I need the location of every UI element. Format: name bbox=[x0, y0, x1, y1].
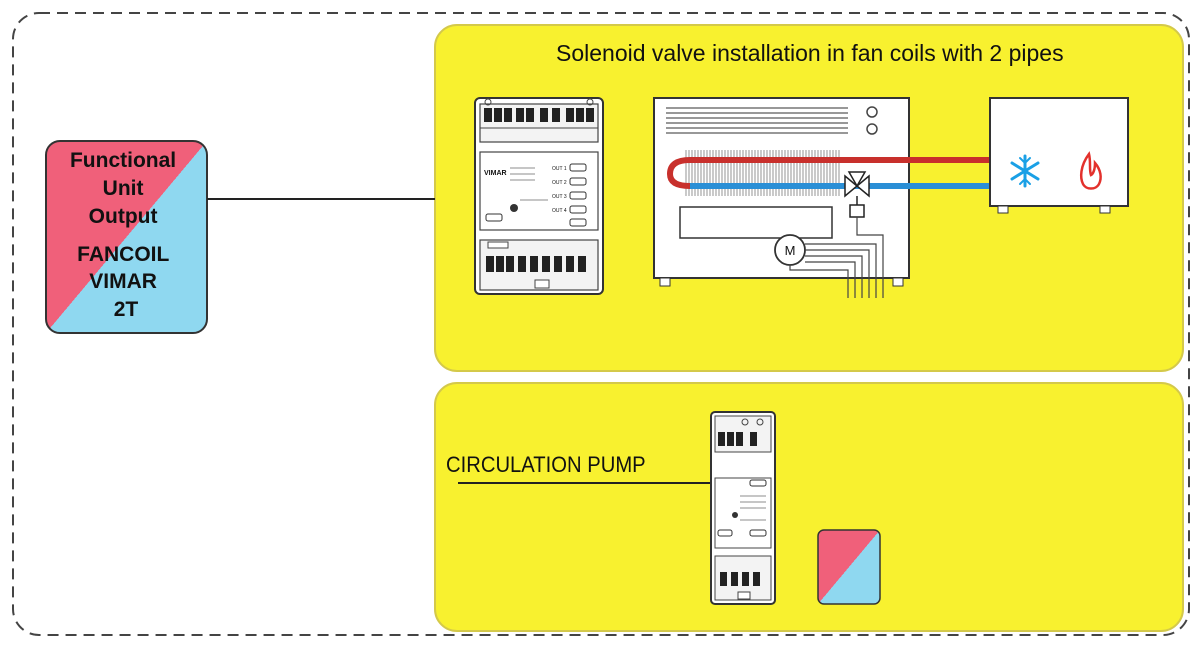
module-out-3: OUT 3 bbox=[552, 194, 567, 200]
unit-line-1: Functional bbox=[70, 149, 176, 172]
functional-unit-output-box: Functional Unit Output FANCOIL VIMAR 2T bbox=[45, 140, 208, 334]
din-module-top: VIMAR OUT 1 OUT 2 OUT 3 OUT 4 bbox=[474, 97, 604, 295]
unit-line-3: Output bbox=[89, 205, 158, 228]
hot-pipe bbox=[666, 157, 990, 189]
unit-line-6: 2T bbox=[114, 298, 139, 321]
outer-dashed-frame bbox=[12, 12, 1190, 636]
unit-line-2: Unit bbox=[103, 177, 144, 200]
unit-line-5: VIMAR bbox=[89, 270, 157, 293]
solenoid-valve-icon bbox=[844, 171, 870, 218]
module-brand: VIMAR bbox=[484, 170, 507, 177]
fan-motor-icon: M bbox=[774, 234, 806, 266]
pump-output-indicator bbox=[817, 529, 881, 605]
svg-text:Functional Unit Ou: Functional Unit Output FANCOIL VIMAR 2T bbox=[70, 149, 182, 321]
bottom-panel-title: CIRCULATION PUMP bbox=[446, 453, 646, 477]
module-out-1: OUT 1 bbox=[552, 166, 567, 172]
motor-label: M bbox=[785, 243, 796, 258]
heat-source-unit bbox=[989, 97, 1129, 214]
module-out-4: OUT 4 bbox=[552, 208, 567, 214]
top-panel-title: Solenoid valve installation in fan coils… bbox=[556, 40, 1064, 66]
din-module-bottom bbox=[710, 411, 776, 605]
module-out-2: OUT 2 bbox=[552, 180, 567, 186]
snowflake-icon bbox=[1010, 154, 1040, 188]
flame-icon bbox=[1079, 151, 1102, 190]
control-wiring bbox=[789, 217, 884, 298]
unit-line-4: FANCOIL bbox=[77, 243, 169, 266]
bottom-panel bbox=[434, 382, 1184, 632]
